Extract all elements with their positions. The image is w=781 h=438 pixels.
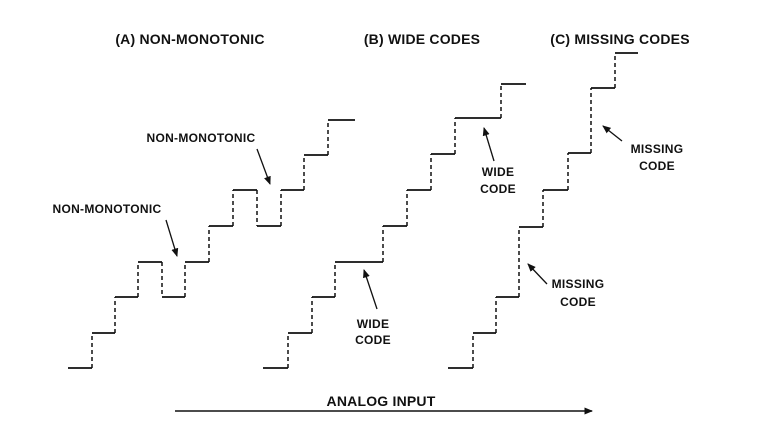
panel-title-non-monotonic: (A) NON-MONOTONIC xyxy=(115,31,265,47)
staircase-non-monotonic xyxy=(68,119,355,369)
staircase-missing-codes xyxy=(448,52,638,369)
wide-code-annotation-lower-arrow xyxy=(363,269,378,310)
missing-code-annotation-upper-arrow xyxy=(602,125,623,142)
wide-code-annotation-upper-arrow xyxy=(482,127,495,162)
analog-input-axis-label: ANALOG INPUT xyxy=(326,393,436,409)
staircase-wide-codes xyxy=(263,83,526,369)
panel-title-missing-codes: (C) MISSING CODES xyxy=(550,31,690,47)
non-monotonic-annotation-upper: NON-MONOTONIC xyxy=(146,131,271,185)
non-monotonic-annotation-upper-label: NON-MONOTONIC xyxy=(146,131,255,145)
non-monotonic-annotation-lower-arrow xyxy=(165,219,179,257)
panel-title-wide-codes: (B) WIDE CODES xyxy=(363,31,481,47)
missing-code-annotation-lower-arrow xyxy=(527,263,548,285)
non-monotonic-annotation-upper-arrow xyxy=(256,148,271,185)
non-monotonic-annotation-lower-label: NON-MONOTONIC xyxy=(52,202,161,216)
non-monotonic-annotation-lower: NON-MONOTONIC xyxy=(52,202,179,257)
